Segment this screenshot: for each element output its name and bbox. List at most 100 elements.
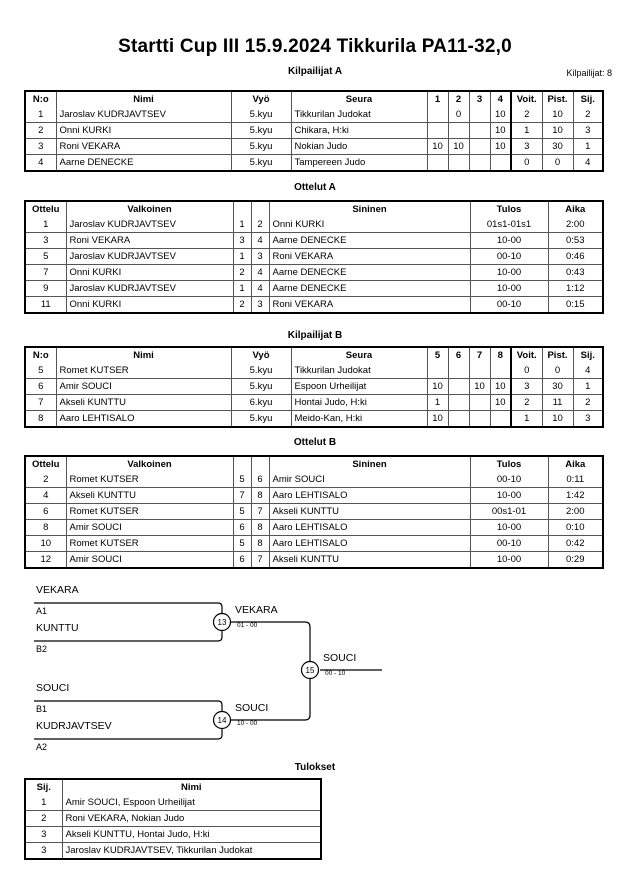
- cell-no: 6: [26, 378, 57, 395]
- cell-time: 0:42: [547, 535, 602, 552]
- cell-match-no: 9: [26, 280, 67, 297]
- cell-result: 10-00: [469, 280, 549, 297]
- cell-white-no: 5: [232, 503, 252, 520]
- cell-score: 10: [489, 394, 512, 411]
- cell-white-no: 6: [232, 519, 252, 536]
- cell-blue-no: 2: [250, 217, 270, 233]
- cell-name: Amir SOUCI: [55, 378, 232, 395]
- cell-score: [426, 363, 449, 379]
- cell-match-no: 3: [26, 232, 67, 249]
- cell-rank: 2: [26, 810, 63, 827]
- cell-score: 10: [426, 138, 449, 155]
- cell-match-no: 10: [26, 535, 67, 552]
- col-result: Tulos: [469, 457, 549, 472]
- cell-no: 3: [26, 138, 57, 155]
- cell-no: 1: [26, 107, 57, 123]
- cell-time: 0:43: [547, 264, 602, 281]
- cell-no: 5: [26, 363, 57, 379]
- col-wins: Voit.: [510, 348, 543, 363]
- cell-score: [468, 410, 491, 426]
- bracket-node-15: 15 SOUCI 00 - 10: [300, 652, 356, 680]
- cell-match-no: 2: [26, 472, 67, 488]
- bracket-node-number: 13: [218, 618, 227, 627]
- table-header-row: Ottelu Valkoinen Sininen Tulos Aika: [26, 202, 602, 217]
- cell-score: [426, 154, 449, 170]
- cell-blue: Roni VEKARA: [268, 296, 471, 312]
- cell-no: 7: [26, 394, 57, 411]
- table-row: 8 Aaro LEHTISALO 5.kyu Meido-Kan, H:ki 1…: [26, 410, 602, 426]
- col-opp-7: 7: [468, 348, 491, 363]
- col-white: Valkoinen: [65, 457, 234, 472]
- bracket-entry-1: VEKARA A1: [36, 584, 79, 616]
- cell-points: 30: [541, 138, 574, 155]
- col-rank: Sij.: [572, 92, 602, 107]
- cell-white-no: 2: [232, 296, 252, 312]
- table-row: 1 Jaroslav KUDRJAVTSEV 5.kyu Tikkurilan …: [26, 107, 602, 123]
- table-header-row: Ottelu Valkoinen Sininen Tulos Aika: [26, 457, 602, 472]
- cell-belt: 5.kyu: [230, 154, 292, 170]
- cell-name: Aarne DENECKE: [55, 154, 232, 170]
- bracket-entry-name: SOUCI: [36, 682, 69, 694]
- table-row: 8 Amir SOUCI 6 8 Aaro LEHTISALO 10-00 0:…: [26, 519, 602, 536]
- cell-white-no: 5: [232, 535, 252, 552]
- cell-blue: Akseli KUNTTU: [268, 503, 471, 520]
- bracket-node-winner: SOUCI: [323, 652, 356, 664]
- bracket-node-number: 15: [306, 666, 315, 675]
- col-club: Seura: [290, 92, 428, 107]
- col-white: Valkoinen: [65, 202, 234, 217]
- cell-name: Akseli KUNTTU: [55, 394, 232, 411]
- bracket-entry-name: VEKARA: [36, 584, 79, 596]
- bracket-node-winner: SOUCI: [235, 702, 268, 714]
- table-row: 6 Romet KUTSER 5 7 Akseli KUNTTU 00s1-01…: [26, 503, 602, 520]
- cell-result: 10-00: [469, 551, 549, 567]
- cell-score: [468, 363, 491, 379]
- cell-score: [426, 107, 449, 123]
- col-time: Aika: [547, 457, 602, 472]
- cell-rank: 3: [26, 842, 63, 858]
- cell-rank: 3: [26, 826, 63, 843]
- finals-bracket: VEKARA A1 KUNTTU B2 SOUCI B1 KUDRJAVTSEV…: [0, 575, 630, 760]
- cell-rank: 1: [572, 138, 602, 155]
- col-white-no: [232, 202, 252, 217]
- cell-time: 1:12: [547, 280, 602, 297]
- cell-result: 10-00: [469, 519, 549, 536]
- cell-score: 10: [489, 138, 512, 155]
- col-no: N:o: [26, 348, 57, 363]
- cell-score: [468, 154, 491, 170]
- bracket-entry-seed: A2: [36, 742, 47, 752]
- cell-white-no: 1: [232, 248, 252, 265]
- cell-club: Espoon Urheilijat: [290, 378, 428, 395]
- table-row: 4 Aarne DENECKE 5.kyu Tampereen Judo 0 0…: [26, 154, 602, 170]
- bracket-entry-3: SOUCI B1: [36, 682, 69, 714]
- cell-club: Tikkurilan Judokat: [290, 363, 428, 379]
- results-caption: Tulokset: [294, 762, 336, 773]
- cell-rank: 2: [572, 394, 602, 411]
- cell-belt: 5.kyu: [230, 378, 292, 395]
- cell-time: 0:10: [547, 519, 602, 536]
- col-match-no: Ottelu: [26, 202, 67, 217]
- cell-points: 0: [541, 154, 574, 170]
- cell-match-no: 11: [26, 296, 67, 312]
- cell-white: Jaroslav KUDRJAVTSEV: [65, 217, 234, 233]
- cell-match-no: 6: [26, 503, 67, 520]
- bracket-entry-seed: B1: [36, 704, 47, 714]
- cell-white: Amir SOUCI: [65, 519, 234, 536]
- col-blue: Sininen: [268, 457, 471, 472]
- cell-belt: 6.kyu: [230, 394, 292, 411]
- cell-score: 10: [426, 378, 449, 395]
- cell-blue: Aarne DENECKE: [268, 232, 471, 249]
- cell-club: Tampereen Judo: [290, 154, 428, 170]
- cell-rank: 3: [572, 410, 602, 426]
- col-opp-8: 8: [489, 348, 512, 363]
- cell-white: Romet KUTSER: [65, 503, 234, 520]
- table-row: 10 Romet KUTSER 5 8 Aaro LEHTISALO 00-10…: [26, 535, 602, 552]
- table-row: 7 Akseli KUNTTU 6.kyu Hontai Judo, H:ki …: [26, 394, 602, 411]
- col-blue: Sininen: [268, 202, 471, 217]
- cell-score: [447, 363, 470, 379]
- cell-time: 0:46: [547, 248, 602, 265]
- cell-time: 0:15: [547, 296, 602, 312]
- cell-club: Tikkurilan Judokat: [290, 107, 428, 123]
- cell-match-no: 12: [26, 551, 67, 567]
- cell-score: 10: [489, 378, 512, 395]
